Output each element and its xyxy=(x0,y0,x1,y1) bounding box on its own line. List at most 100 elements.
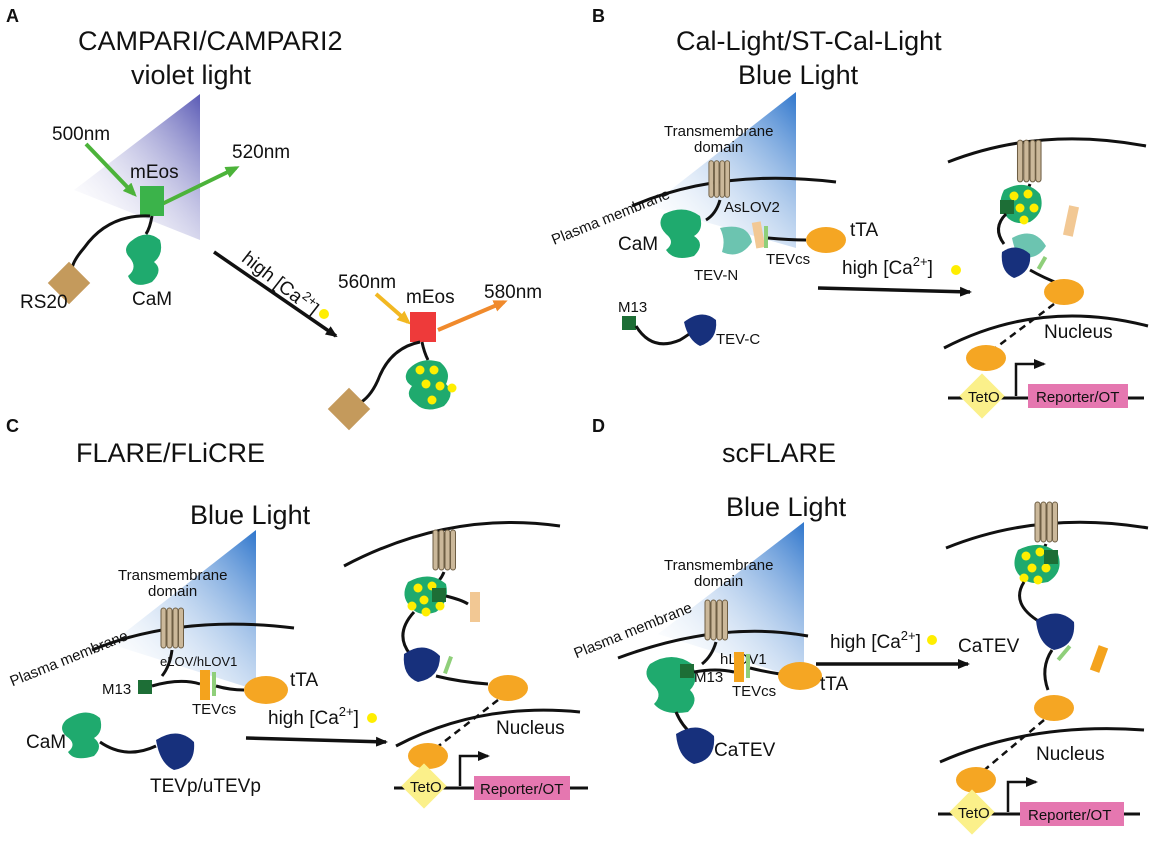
ca-dot xyxy=(1019,573,1029,583)
tevcs-cut-d xyxy=(1056,644,1072,662)
linker-d2 xyxy=(693,668,735,674)
ca-dot xyxy=(1029,203,1039,213)
linker-a2 xyxy=(144,215,154,235)
wavelength-520-label: 520nm xyxy=(232,142,290,163)
transmembrane-domain-b-right xyxy=(1016,139,1042,183)
tevcs-cut-b xyxy=(1036,255,1048,271)
teto-label-b: TetO xyxy=(968,389,1000,406)
cam-label: CaM xyxy=(132,289,172,310)
m13-bound-b xyxy=(1000,200,1014,214)
meos-green-box xyxy=(140,186,164,216)
transmembrane-domain-b xyxy=(708,160,730,198)
linker-c1 xyxy=(160,649,174,677)
hlov1-domain xyxy=(734,652,744,682)
linker-d7 xyxy=(1043,649,1054,691)
plasma-membrane-c-right xyxy=(343,521,561,568)
tta-nuclear-d xyxy=(956,767,996,793)
tevcs-site-d xyxy=(746,654,750,678)
ca-dot xyxy=(1027,563,1037,573)
calcium-dot-b xyxy=(951,265,961,275)
panel-b-title-line1: Cal-Light/ST-Cal-Light xyxy=(676,26,942,56)
tev-c-bound xyxy=(1001,247,1031,278)
ca-dot xyxy=(421,379,431,389)
calcium-dot-d xyxy=(927,635,937,645)
m13-peptide-d xyxy=(680,664,694,678)
ca-dot xyxy=(435,601,445,611)
meos-label-2: mEos xyxy=(406,287,455,308)
m13-label-c: M13 xyxy=(102,681,131,698)
cam-label-b: CaM xyxy=(618,234,658,255)
ca-dot xyxy=(1033,575,1043,585)
calcium-arrow-a xyxy=(213,250,338,338)
translocation-line-b xyxy=(989,303,1055,353)
nuclear-membrane-d xyxy=(939,727,1145,764)
panel-d-title-line1: scFLARE xyxy=(722,438,836,468)
ca-dot xyxy=(1015,203,1025,213)
tevp-bound-c xyxy=(403,647,440,682)
cam-protein-b xyxy=(660,209,702,258)
reporter-box-d xyxy=(1020,802,1124,826)
tta-released-d xyxy=(1034,695,1074,721)
tta-released-b xyxy=(1044,279,1084,305)
nucleus-label-d: Nucleus xyxy=(1036,744,1105,765)
panel-c-title-line2: Blue Light xyxy=(190,500,311,530)
linker-b2 xyxy=(767,236,807,242)
tevcs-label-d: TEVcs xyxy=(732,683,776,700)
blue-light-cone-d xyxy=(658,522,804,680)
transmembrane-domain-d-right xyxy=(1034,501,1058,543)
reporter-label-d: Reporter/OT xyxy=(1028,807,1111,824)
linker-c8 xyxy=(435,674,489,686)
plasma-membrane-c xyxy=(91,622,295,652)
tevp-label: TEVp/uTEVp xyxy=(150,776,261,797)
high-calcium-label-a: high [Ca2+] xyxy=(238,245,325,321)
translocation-line-d xyxy=(981,719,1045,773)
catev-label-2: CaTEV xyxy=(958,636,1020,657)
translocation-line-c xyxy=(435,699,499,749)
cam-label-c: CaM xyxy=(26,732,66,753)
wavelength-580-label: 580nm xyxy=(484,282,542,303)
linker-d3 xyxy=(749,666,781,676)
tevp-protease xyxy=(156,733,195,770)
calcium-dot-a xyxy=(319,309,329,319)
panel-c-title-line1: FLARE/FLiCRE xyxy=(76,438,265,468)
elov-domain xyxy=(200,670,210,700)
tta-protein-d xyxy=(778,662,822,690)
rs20-diamond-2 xyxy=(327,387,371,431)
elov-released-c xyxy=(470,592,480,622)
ca-dot xyxy=(429,365,439,375)
tev-c-label: TEV-C xyxy=(716,331,760,348)
ca-dot xyxy=(413,583,423,593)
reporter-label-c: Reporter/OT xyxy=(480,781,563,798)
linker-a3 xyxy=(357,340,421,406)
tevcs-site-b xyxy=(764,226,768,248)
ca-dot xyxy=(415,365,425,375)
violet-light-cone xyxy=(74,94,200,240)
m13-peptide-c xyxy=(138,680,152,694)
panel-d: D scFLARE Blue Light Transmembrane domai… xyxy=(571,416,1149,835)
linker-d1 xyxy=(701,641,718,666)
m13-label-d: M13 xyxy=(694,669,723,686)
aslov2-released-b xyxy=(1062,205,1080,237)
aslov2-domain xyxy=(751,221,766,249)
panel-letter-c: C xyxy=(6,416,19,436)
linker-a4 xyxy=(420,341,430,361)
linker-b1 xyxy=(705,199,722,222)
emission-arrow-580 xyxy=(437,300,508,332)
cam-protein-c xyxy=(62,712,102,759)
panel-a: A CAMPARI/CAMPARI2 violet light 500nm 52… xyxy=(6,6,542,431)
domain-label-d: domain xyxy=(694,573,743,590)
tev-n-label: TEV-N xyxy=(694,267,738,284)
transmembrane-label-d: Transmembrane xyxy=(664,557,773,574)
linker-a1 xyxy=(70,214,151,271)
ca-dot xyxy=(1023,189,1033,199)
teto-diamond-d xyxy=(949,789,995,835)
elov-label: eLOV/hLOV1 xyxy=(160,654,237,669)
excitation-arrow-500 xyxy=(84,142,137,197)
nuclear-membrane-c xyxy=(395,708,581,748)
excitation-arrow-560 xyxy=(374,292,412,325)
tta-nuclear-c xyxy=(408,743,448,769)
wavelength-500-label: 500nm xyxy=(52,124,110,145)
high-calcium-label-d: high [Ca2+] xyxy=(830,628,921,653)
tev-n-fragment xyxy=(720,226,752,255)
